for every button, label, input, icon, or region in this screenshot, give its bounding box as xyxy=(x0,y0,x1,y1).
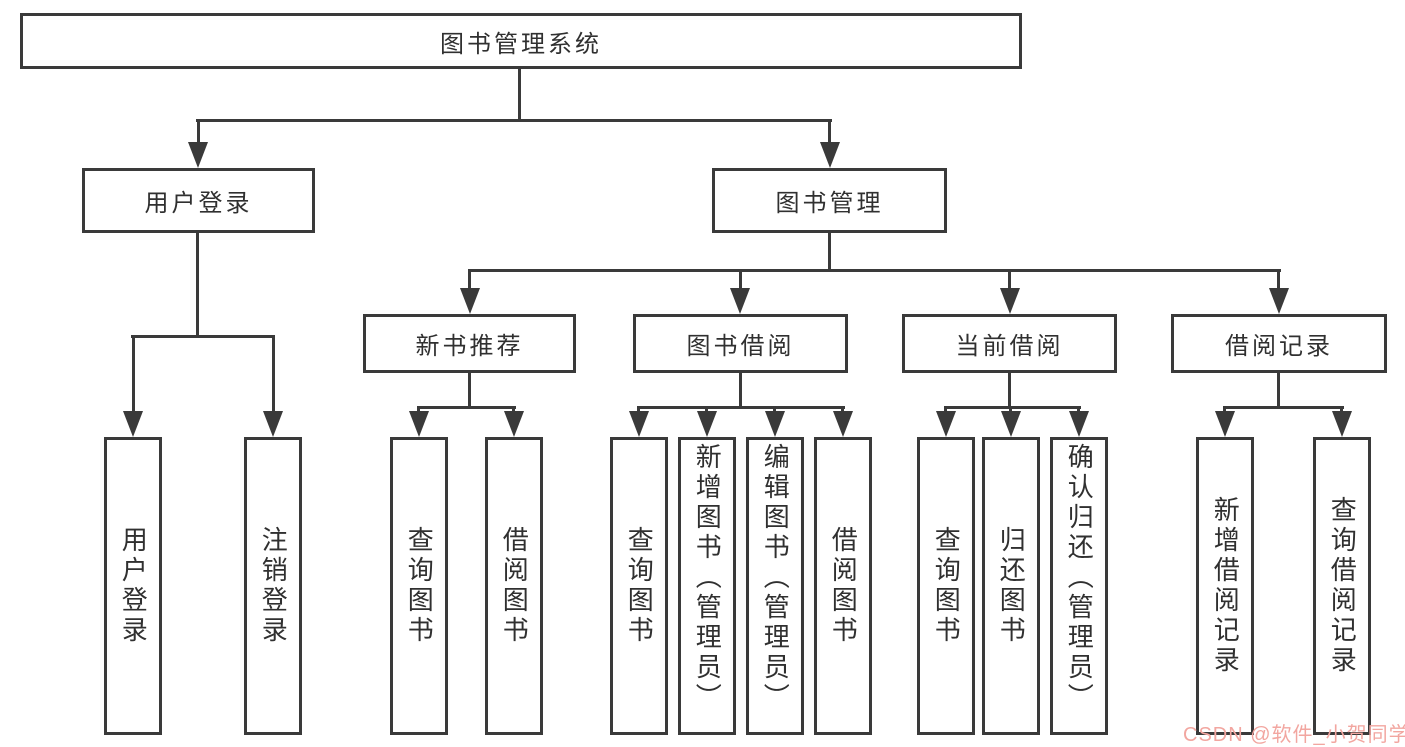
node-book-borrowing-label: 图书借阅 xyxy=(686,333,795,360)
connector-records-shaft-1 xyxy=(1223,406,1226,414)
connector-current-stem xyxy=(1008,373,1011,408)
connector-book-mgmt-bar xyxy=(468,269,1281,272)
leaf-query-book-3: 查询图书 xyxy=(917,437,975,735)
connector-root-shaft-right xyxy=(828,119,831,145)
arrowhead-book-borrow-icon xyxy=(730,288,750,314)
connector-book-mgmt-shaft-3 xyxy=(1008,269,1011,291)
connector-records-shaft-2 xyxy=(1340,406,1343,414)
node-borrowing-records-label: 借阅记录 xyxy=(1225,333,1333,360)
leaf-query-book-1-label: 查询图书 xyxy=(404,526,435,646)
leaf-user-login-label: 用户登录 xyxy=(118,526,149,646)
leaf-borrow-book-2: 借阅图书 xyxy=(814,437,872,735)
node-book-management-label: 图书管理 xyxy=(775,190,884,217)
connector-records-bar xyxy=(1223,406,1344,409)
connector-current-shaft-3 xyxy=(1077,406,1080,414)
arrowhead-query-book-1-icon xyxy=(409,411,429,437)
node-root: 图书管理系统 xyxy=(20,13,1022,69)
leaf-query-book-2: 查询图书 xyxy=(610,437,668,735)
leaf-add-borrow-record-label: 新增借阅记录 xyxy=(1210,496,1241,676)
leaf-logout: 注销登录 xyxy=(244,437,302,735)
connector-borrowing-shaft-2 xyxy=(705,406,708,414)
leaf-query-book-1: 查询图书 xyxy=(390,437,448,735)
arrowhead-logout-leaf-icon xyxy=(263,411,283,437)
leaf-edit-book-admin: 编辑图书（管理员） xyxy=(746,437,804,735)
csdn-watermark: CSDN @软件_小贺同学 xyxy=(1183,724,1405,746)
leaf-confirm-return-admin: 确认归还（管理员） xyxy=(1050,437,1108,735)
connector-current-shaft-2 xyxy=(1009,406,1012,414)
connector-borrowing-shaft-4 xyxy=(841,406,844,414)
connector-user-login-bar xyxy=(131,335,275,338)
connector-records-stem xyxy=(1277,373,1280,408)
arrowhead-query-book-3-icon xyxy=(936,411,956,437)
arrowhead-query-book-2-icon xyxy=(629,411,649,437)
leaf-add-book-admin-label: 新增图书（管理员） xyxy=(692,443,723,713)
leaf-borrow-book-1: 借阅图书 xyxy=(485,437,543,735)
connector-current-shaft-1 xyxy=(944,406,947,414)
connector-user-login-shaft-2 xyxy=(272,335,275,413)
connector-borrowing-bar xyxy=(637,406,845,409)
leaf-query-borrow-record: 查询借阅记录 xyxy=(1313,437,1371,735)
connector-book-mgmt-stem xyxy=(828,233,831,271)
node-borrowing-records: 借阅记录 xyxy=(1171,314,1387,373)
leaf-confirm-return-admin-label: 确认归还（管理员） xyxy=(1064,443,1095,713)
arrowhead-borrow-records-icon xyxy=(1269,288,1289,314)
connector-new-book-shaft-2 xyxy=(512,406,515,414)
connector-borrowing-stem xyxy=(739,373,742,408)
arrowhead-user-login-icon xyxy=(188,142,208,168)
node-new-book-recommend-label: 新书推荐 xyxy=(415,333,524,360)
leaf-borrow-book-1-label: 借阅图书 xyxy=(499,526,530,646)
leaf-edit-book-admin-label: 编辑图书（管理员） xyxy=(760,443,791,713)
connector-book-mgmt-shaft-2 xyxy=(739,269,742,291)
arrowhead-new-book-icon xyxy=(460,288,480,314)
arrowhead-add-book-icon xyxy=(697,411,717,437)
node-root-label: 图书管理系统 xyxy=(440,30,602,58)
node-book-management: 图书管理 xyxy=(712,168,947,233)
leaf-return-book: 归还图书 xyxy=(982,437,1040,735)
connector-borrowing-shaft-1 xyxy=(637,406,640,414)
connector-user-login-shaft-1 xyxy=(132,335,135,413)
connector-root-shaft-left xyxy=(197,119,200,145)
arrowhead-login-leaf-icon xyxy=(123,411,143,437)
node-new-book-recommend: 新书推荐 xyxy=(363,314,576,373)
leaf-query-borrow-record-label: 查询借阅记录 xyxy=(1327,496,1358,676)
node-user-login: 用户登录 xyxy=(82,168,315,233)
arrowhead-current-borrow-icon xyxy=(1000,288,1020,314)
arrowhead-confirm-return-icon xyxy=(1069,411,1089,437)
leaf-query-book-2-label: 查询图书 xyxy=(624,526,655,646)
connector-new-book-shaft-1 xyxy=(417,406,420,414)
arrowhead-query-record-icon xyxy=(1332,411,1352,437)
arrowhead-return-book-icon xyxy=(1001,411,1021,437)
arrowhead-edit-book-icon xyxy=(765,411,785,437)
node-user-login-label: 用户登录 xyxy=(144,190,253,217)
node-current-borrowing: 当前借阅 xyxy=(902,314,1117,373)
leaf-borrow-book-2-label: 借阅图书 xyxy=(828,526,859,646)
leaf-add-borrow-record: 新增借阅记录 xyxy=(1196,437,1254,735)
arrowhead-add-record-icon xyxy=(1215,411,1235,437)
connector-borrowing-shaft-3 xyxy=(773,406,776,414)
connector-root-bar xyxy=(196,119,832,122)
leaf-logout-label: 注销登录 xyxy=(258,526,289,646)
connector-root-stem xyxy=(518,69,521,121)
connector-new-book-bar xyxy=(417,406,516,409)
leaf-add-book-admin: 新增图书（管理员） xyxy=(678,437,736,735)
connector-book-mgmt-shaft-4 xyxy=(1277,269,1280,291)
leaf-query-book-3-label: 查询图书 xyxy=(931,526,962,646)
node-book-borrowing: 图书借阅 xyxy=(633,314,848,373)
arrowhead-borrow-book-2-icon xyxy=(833,411,853,437)
connector-current-bar xyxy=(944,406,1081,409)
connector-new-book-stem xyxy=(468,373,471,408)
connector-user-login-stem xyxy=(196,233,199,335)
leaf-user-login: 用户登录 xyxy=(104,437,162,735)
arrowhead-book-management-icon xyxy=(820,142,840,168)
node-current-borrowing-label: 当前借阅 xyxy=(955,333,1064,360)
connector-book-mgmt-shaft-1 xyxy=(468,269,471,291)
arrowhead-borrow-book-1-icon xyxy=(504,411,524,437)
leaf-return-book-label: 归还图书 xyxy=(996,526,1027,646)
